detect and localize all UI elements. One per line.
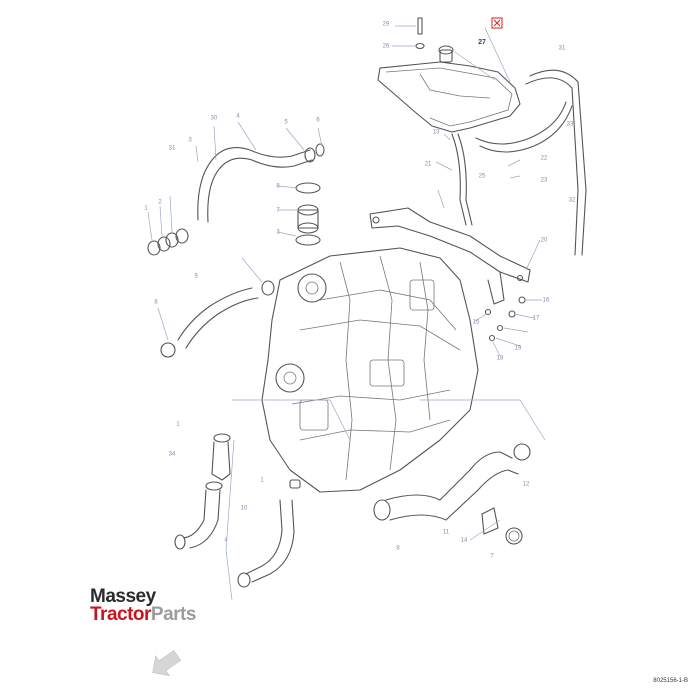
hose-clamp-set[interactable] [147,228,189,256]
callout-9-left: 9 [194,274,198,280]
callout-10: 10 [241,506,248,512]
new-part-marker-icon [491,17,503,29]
view-direction-arrow-icon [152,650,182,676]
logo-word-tractor: Tractor [90,604,152,625]
callout-7-center: 7 [276,208,280,214]
callout-15: 15 [473,320,480,326]
callout-14: 14 [461,538,468,544]
callout-19: 19 [515,346,522,352]
callout-21: 21 [425,162,432,168]
overflow-hose[interactable] [525,69,587,256]
lower-radiator-hose[interactable] [373,443,531,521]
callout-11: 11 [443,530,450,536]
callout-1-lower: 1 [176,422,180,428]
callout-33-top: 33 [567,122,574,128]
leader-lines [147,121,546,601]
engine-block [261,247,479,493]
callout-3-top: 3 [188,138,192,144]
heater-hose-assembly[interactable] [174,433,231,550]
callout-5: 5 [284,120,288,126]
callout-22: 22 [541,156,548,162]
callout-12: 12 [523,482,530,488]
callout-17: 17 [533,316,540,322]
tank-support-bracket[interactable] [369,207,531,305]
callout-2-left: 2 [158,200,162,206]
callout-1-lowermid: 1 [260,478,264,484]
callout-16: 16 [543,298,550,304]
callout-23: 23 [541,178,548,184]
callout-4-lower: 4 [224,538,228,544]
lower-bypass-hose[interactable] [160,280,275,358]
callout-13: 13 [433,130,440,136]
callout-30: 30 [211,116,218,122]
callout-labels: 29 26 27 31 33 30 3 4 5 6 31 13 21 22 23… [144,22,576,560]
callout-29: 29 [383,22,390,28]
callout-1-left: 1 [144,206,148,212]
callout-8-center: 8 [276,184,280,190]
logo-word-massey: Massey [90,586,157,607]
callout-31-top: 31 [559,46,566,52]
callout-32: 32 [569,198,576,204]
callout-27: 27 [478,39,486,46]
expansion-tank[interactable] [377,27,521,133]
callout-4-top: 4 [236,114,240,120]
thermostat-housing-stack[interactable] [295,182,321,246]
callout-8-left: 8 [154,300,158,306]
callout-3-center: 3 [276,230,280,236]
callout-7-lower: 7 [490,554,494,560]
callout-6: 6 [316,118,320,124]
svg-text:TractorParts: TractorParts [90,604,196,625]
logo-word-parts: Parts [151,604,196,625]
callout-20: 20 [541,238,548,244]
tank-return-hose[interactable] [475,101,573,153]
bolt-and-washer[interactable] [392,17,425,50]
drawing-reference-code: 8025156-1-B [653,678,688,684]
callout-8-lower: 8 [396,546,400,552]
filler-cap[interactable] [438,45,454,55]
bleed-pipe[interactable] [451,133,473,226]
upper-radiator-hose[interactable] [197,143,325,223]
callout-26: 26 [383,44,390,50]
callout-34: 34 [169,452,176,458]
pipe-support-clip[interactable] [481,507,523,545]
callout-25: 25 [479,174,486,180]
callout-31-left: 31 [169,146,176,152]
coolant-pipe-hose[interactable] [237,479,301,588]
callout-18: 18 [497,356,504,362]
massey-tractor-parts-logo: Massey TractorParts [90,586,196,625]
bracket-hardware[interactable] [484,296,526,342]
